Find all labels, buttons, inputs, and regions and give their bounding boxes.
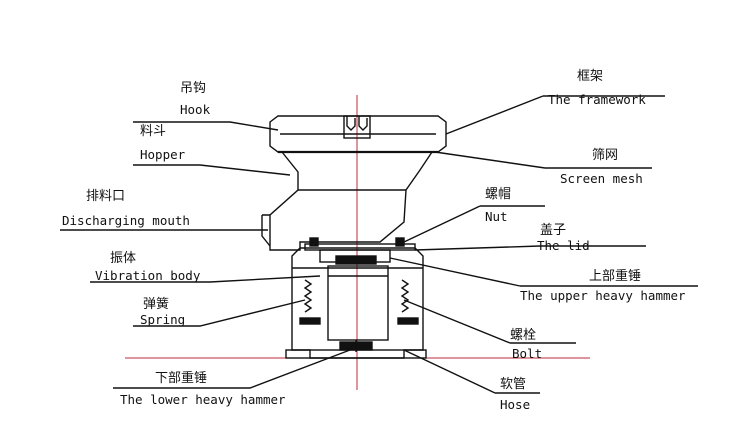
label-lid-en: The lid [537, 238, 590, 253]
base-plate [285, 349, 427, 359]
leader-framework [445, 95, 665, 135]
leader-lid [414, 245, 646, 251]
label-hopper-en: Hopper [140, 147, 186, 162]
leader-hook [133, 121, 279, 131]
label-bolt-en: Bolt [512, 346, 543, 361]
label-framework-zh: 框架 [577, 69, 604, 84]
label-upper-hammer-zh: 上部重锤 [589, 269, 642, 284]
label-vibration-body-en: Vibration body [95, 268, 201, 283]
label-bolt-zh: 螺栓 [510, 328, 537, 343]
label-lid-zh: 盖子 [540, 223, 567, 238]
label-framework-en: The framework [548, 92, 646, 107]
label-nut-en: Nut [485, 209, 508, 224]
label-discharging-mouth-en: Discharging mouth [62, 213, 190, 228]
leader-spring [133, 299, 306, 327]
vibration-body-can [327, 265, 389, 341]
discharging-mouth [261, 214, 271, 247]
label-spring-zh: 弹簧 [143, 297, 170, 312]
leader-hose [403, 349, 540, 394]
upper-hammer-disc [335, 255, 377, 265]
leader-vibration-body [90, 275, 321, 283]
rubber-pad-right [397, 317, 419, 325]
label-hose-en: Hose [500, 397, 531, 412]
spring-right [400, 279, 410, 313]
hook-block [343, 115, 371, 139]
nut-right [395, 237, 405, 247]
label-upper-hammer-en: The upper heavy hammer [520, 288, 686, 303]
label-spring-en: Spring [140, 312, 186, 327]
hopper-body [269, 151, 433, 251]
nut-left [309, 237, 319, 247]
leader-lower-hammer [113, 349, 351, 389]
rubber-pad-left [299, 317, 321, 325]
leader-hopper [133, 164, 291, 176]
label-vibration-body-zh: 振体 [110, 251, 137, 266]
label-hook-zh: 吊钩 [180, 81, 207, 96]
leader-nut [403, 205, 545, 243]
label-nut-zh: 螺帽 [485, 187, 512, 202]
leader-screen-mesh [434, 151, 652, 169]
label-hose-zh: 软管 [500, 377, 527, 392]
hook-2 [358, 116, 368, 131]
label-screen-mesh-en: Screen mesh [560, 171, 643, 186]
label-screen-mesh-zh: 筛网 [592, 148, 619, 163]
label-lower-hammer-en: The lower heavy hammer [120, 392, 286, 407]
spring-left [303, 279, 313, 313]
leader-bolt [403, 299, 576, 344]
label-lower-hammer-zh: 下部重锤 [155, 371, 208, 386]
label-discharging-mouth-zh: 排料口 [86, 189, 126, 204]
framework-rim [269, 115, 447, 153]
hook [346, 116, 356, 131]
label-hopper-zh: 料斗 [140, 124, 167, 139]
leader-upper-hammer [389, 257, 698, 287]
label-hook-en: Hook [180, 102, 211, 117]
